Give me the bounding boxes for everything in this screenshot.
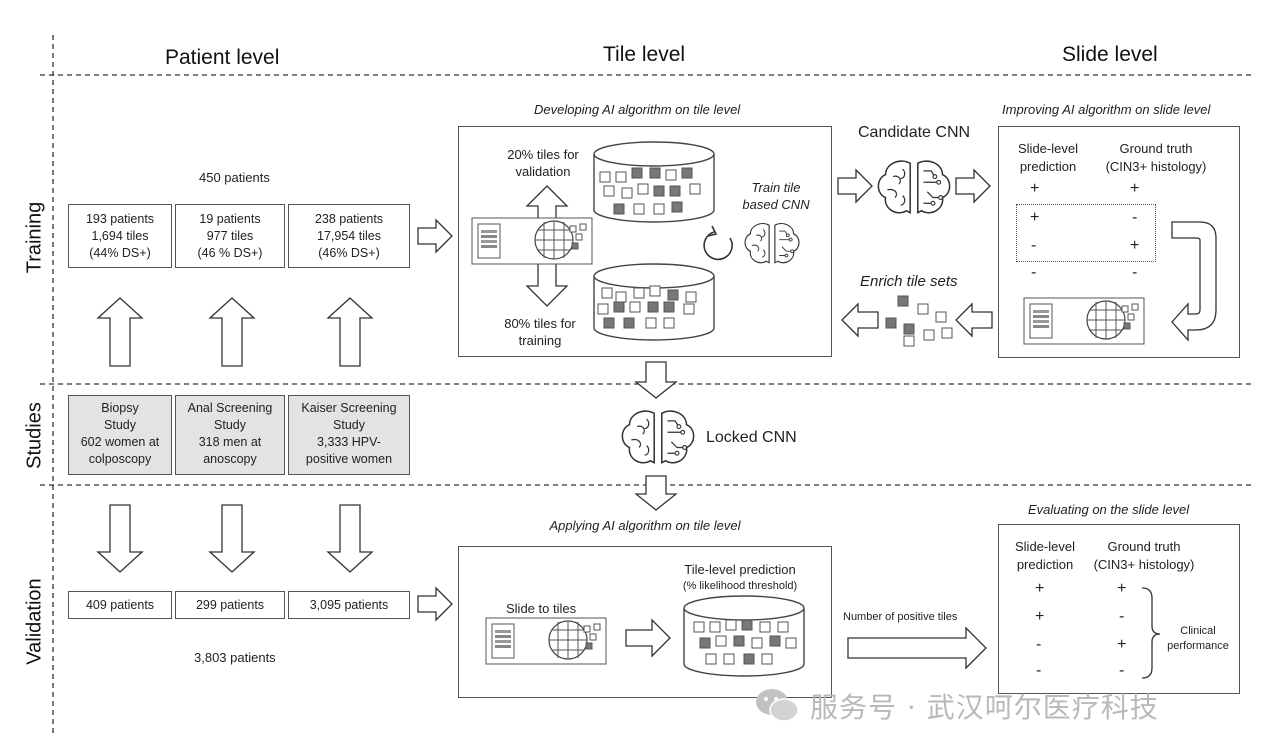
training-slide-caption: Improving AI algorithm on slide level [1002, 102, 1211, 117]
validation-tile-caption: Applying AI algorithm on tile level [549, 518, 741, 533]
clinical-bracket [1141, 587, 1161, 679]
group-patients: 193 patients [85, 211, 155, 226]
pred-value: - [1031, 264, 1037, 281]
return-arrow [1171, 221, 1217, 342]
slide-thumbnail-icon [485, 617, 607, 665]
ground-truth-header: Ground truth(CIN3+ histology) [1093, 539, 1195, 572]
group-ds: (46% DS+) [318, 245, 380, 260]
validation-group-kaiser: 3,095 patients [288, 591, 410, 619]
training-tile-caption: Developing AI algorithm on tile level [534, 102, 741, 117]
header-slide-level: Slide level [1062, 43, 1158, 66]
training-group-anal: 19 patients 977 tiles (46 % DS+) [175, 204, 285, 268]
training-group-biopsy: 193 patients 1,694 tiles (44% DS+) [68, 204, 172, 268]
tile-database-icon [593, 141, 715, 223]
up-arrow [96, 297, 374, 367]
brain-icon [744, 223, 800, 264]
truth-value: + [1130, 237, 1140, 254]
pred-value: - [1036, 636, 1042, 653]
validation-group-anal: 299 patients [175, 591, 285, 619]
group-ds: (44% DS+) [89, 245, 151, 260]
right-arrow [417, 168, 991, 670]
truth-value: - [1132, 264, 1138, 281]
slide-thumbnail-icon [1023, 297, 1145, 345]
positive-tiles-label: Number of positive tiles [843, 611, 958, 623]
ground-truth-header: Ground truth(CIN3+ histology) [1105, 141, 1207, 174]
misclassified-box [1016, 204, 1156, 262]
truth-value: - [1119, 662, 1125, 679]
pred-value: - [1031, 237, 1037, 254]
enrich-tiles [885, 295, 953, 347]
group-patients: 238 patients [314, 211, 384, 226]
pred-value: + [1030, 180, 1040, 197]
training-total: 450 patients [199, 170, 270, 185]
group-tiles: 977 tiles [206, 228, 254, 243]
slide-thumbnail-icon [471, 217, 593, 265]
training-group-kaiser: 238 patients 17,954 tiles (46% DS+) [288, 204, 410, 268]
tile-database-icon [593, 263, 715, 341]
truth-value: - [1119, 608, 1125, 625]
tile-prediction-label: Tile-level prediction (% likelihood thre… [682, 562, 798, 592]
truth-value: + [1117, 580, 1127, 597]
validation-slide-panel [998, 524, 1240, 694]
brain-icon [621, 410, 695, 464]
refresh-icon [703, 225, 733, 261]
truth-value: + [1117, 636, 1127, 653]
group-tiles: 1,694 tiles [91, 228, 149, 243]
validation-total: 3,803 patients [194, 650, 276, 665]
header-patient-level: Patient level [165, 46, 280, 69]
pred-value: + [1030, 209, 1040, 226]
pred-value: + [1035, 580, 1045, 597]
truth-value: - [1132, 209, 1138, 226]
group-ds: (46 % DS+) [197, 245, 263, 260]
slide-to-tiles-label: Slide to tiles [506, 601, 577, 616]
brain-icon [877, 160, 951, 214]
enrich-tile-sets-label: Enrich tile sets [860, 273, 958, 290]
down-arrow [96, 504, 374, 573]
watermark-text: 服务号 · 武汉呵尔医疗科技 [810, 691, 1159, 724]
group-patients: 19 patients [199, 211, 261, 226]
pred-value: - [1036, 662, 1042, 679]
header-tile-level: Tile level [603, 43, 686, 66]
validation-slide-caption: Evaluating on the slide level [1028, 502, 1190, 517]
left-arrow [841, 302, 993, 338]
locked-cnn-label: Locked CNN [706, 429, 797, 446]
group-tiles: 17,954 tiles [317, 228, 381, 243]
pred-value: + [1035, 608, 1045, 625]
truth-value: + [1130, 180, 1140, 197]
tile-database-icon [683, 595, 805, 677]
down-arrow [634, 361, 678, 511]
candidate-cnn-label: Candidate CNN [858, 124, 971, 141]
validation-group-biopsy: 409 patients [68, 591, 172, 619]
wechat-icon [756, 689, 799, 722]
